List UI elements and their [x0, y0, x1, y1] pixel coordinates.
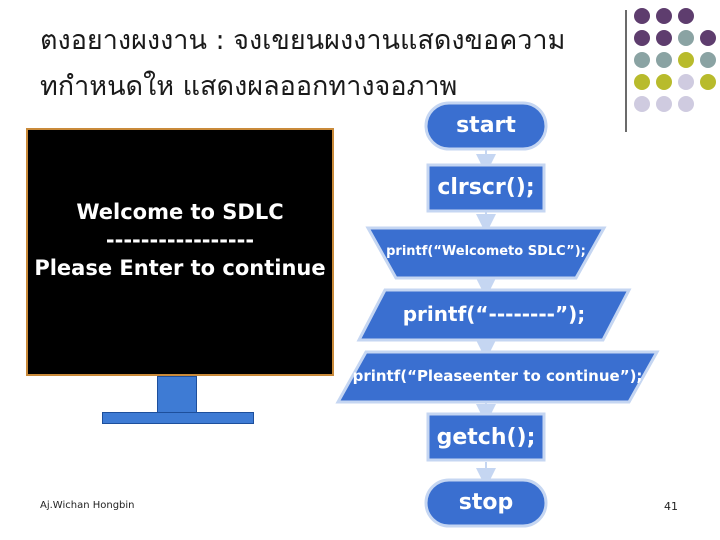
printf-please-io [335, 350, 660, 404]
divider-line [625, 10, 627, 132]
dot-icon [634, 30, 650, 46]
dot-icon [634, 96, 650, 112]
getch-label: getch(); [436, 425, 536, 450]
getch-process-box [426, 412, 546, 462]
stop-terminator [424, 478, 548, 528]
monitor-stand-base [102, 412, 254, 424]
dot-icon [678, 74, 694, 90]
decorative-dot-grid [634, 8, 720, 128]
slide-title-line1: ตงอยางผงงาน : จงเขยนผงงานแสดงขอความ [40, 25, 566, 56]
start-label: start [456, 113, 516, 138]
dot-icon [634, 52, 650, 68]
dot-icon [678, 52, 694, 68]
dot-icon [700, 52, 716, 68]
printf-dashes-label: printf(“--------”); [402, 302, 586, 326]
dot-icon [656, 8, 672, 24]
printf-please-label: printf(“Pleaseenter to continue”); [352, 367, 643, 385]
page-number: 41 [664, 500, 678, 513]
dot-icon [678, 30, 694, 46]
printf-dashes-io [356, 288, 632, 342]
printf-welcome-io [365, 226, 607, 280]
stop-label: stop [458, 490, 514, 515]
screen-output-line3: Please Enter to continue [34, 256, 326, 280]
screen-output-line1: Welcome to SDLC [76, 200, 284, 224]
start-terminator [424, 101, 548, 151]
screen-output-line2: ----------------- [105, 228, 255, 252]
dot-icon [656, 96, 672, 112]
dot-icon [656, 74, 672, 90]
printf-welcome-label: printf(“Welcometo SDLC”); [386, 244, 586, 259]
dot-icon [656, 30, 672, 46]
clrscr-label: clrscr(); [437, 175, 535, 200]
clrscr-process-box [426, 163, 546, 213]
dot-icon [700, 74, 716, 90]
dot-icon [656, 52, 672, 68]
author-footer: Aj.Wichan Hongbin [40, 500, 135, 511]
dot-icon [634, 8, 650, 24]
dot-icon [678, 8, 694, 24]
dot-icon [678, 96, 694, 112]
slide-title-line2: ทกำหนดให แสดงผลออกทางจอภาพ [40, 71, 458, 102]
dot-icon [634, 74, 650, 90]
dot-icon [700, 30, 716, 46]
monitor-screen: Welcome to SDLC ----------------- Please… [26, 128, 334, 376]
